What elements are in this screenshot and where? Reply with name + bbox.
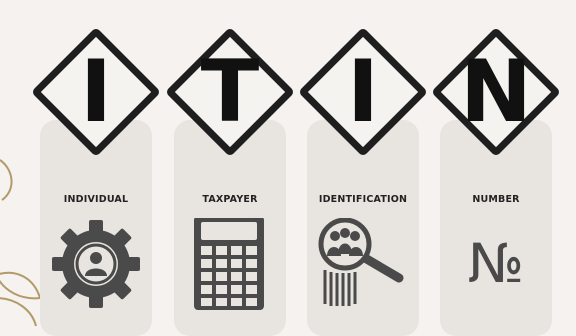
gear-person-icon [52, 220, 140, 308]
word-number: NUMBER [472, 194, 520, 205]
letter-i: I [80, 42, 112, 142]
panel-number: NUMBER № [440, 120, 552, 336]
diamond-letter-i-1: I [18, 14, 174, 170]
diamond-letter-n: N [418, 14, 574, 170]
word-identification: IDENTIFICATION [318, 194, 408, 205]
numero-sign-icon: № [440, 218, 552, 310]
diamond-letter-t: T [152, 14, 308, 170]
letter-t: T [200, 42, 260, 142]
panel-taxpayer: TAXPAYER [174, 120, 286, 336]
word-individual: INDIVIDUAL [63, 194, 129, 205]
calculator-icon [194, 218, 264, 310]
panel-individual: INDIVIDUAL [40, 120, 152, 336]
panel-identification: IDENTIFICATION [307, 120, 419, 336]
letter-n: N [460, 42, 532, 142]
numero-sign: № [467, 232, 525, 295]
magnifier-people-icon [318, 218, 404, 306]
letter-i: I [347, 42, 379, 142]
diamond-letter-i-2: I [285, 14, 441, 170]
word-taxpayer: TAXPAYER [202, 194, 258, 205]
itin-infographic: INDIVIDUAL [0, 14, 574, 336]
